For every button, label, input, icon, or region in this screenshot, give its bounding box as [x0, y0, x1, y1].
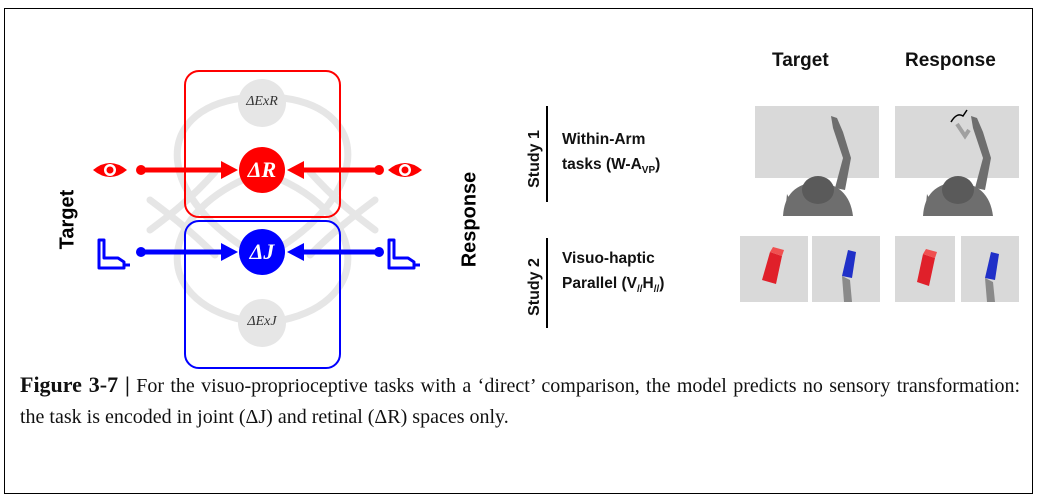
caption-text: For the visuo-proprioceptive tasks with …: [20, 375, 1021, 428]
study2-response-haptic-image: [961, 236, 1019, 302]
joint-arrows: [136, 243, 384, 261]
study1-target-image: [755, 106, 879, 216]
arm-icon: [97, 238, 130, 270]
exr-node: [238, 79, 286, 127]
retinal-arrows: [136, 161, 384, 179]
study2-divider: [546, 238, 548, 328]
study2-task: Visuo-haptic Parallel (V//H//): [562, 250, 665, 296]
eye-icon: [93, 163, 127, 177]
study1-response-image: [895, 106, 1019, 216]
column-header-response: Response: [905, 50, 996, 71]
arm-icon: [387, 238, 420, 270]
exr-node-label: ΔExR: [246, 94, 278, 109]
study1-divider: [546, 106, 548, 202]
study2-target-haptic-image: [812, 236, 880, 302]
study2-target-visual-image: [740, 236, 808, 302]
delta-j-node: [239, 229, 285, 275]
study1-task: Within-Arm tasks (W-AVP): [562, 131, 661, 177]
joint-space-box: [184, 220, 341, 369]
figure-frame: [4, 8, 1033, 494]
eye-icon: [388, 163, 422, 177]
exj-node: [238, 299, 286, 347]
delta-r-label: ΔR: [247, 157, 277, 182]
study2-response-visual-image: [895, 236, 955, 302]
exj-node-label: ΔExJ: [247, 314, 277, 329]
figure-caption: Figure 3-7 | For the visuo-proprioceptiv…: [20, 369, 1020, 433]
sensory-model-diagram: [93, 70, 422, 369]
delta-r-node: [239, 147, 285, 193]
figure-label: Figure 3-7 |: [20, 372, 130, 397]
delta-j-label: ΔJ: [249, 239, 275, 264]
retinal-space-box: [184, 70, 341, 218]
study1-label: Study 1: [526, 130, 543, 188]
faded-connection-arcs: [146, 94, 379, 324]
study2-label: Study 2: [526, 258, 543, 316]
column-header-target: Target: [772, 50, 829, 71]
